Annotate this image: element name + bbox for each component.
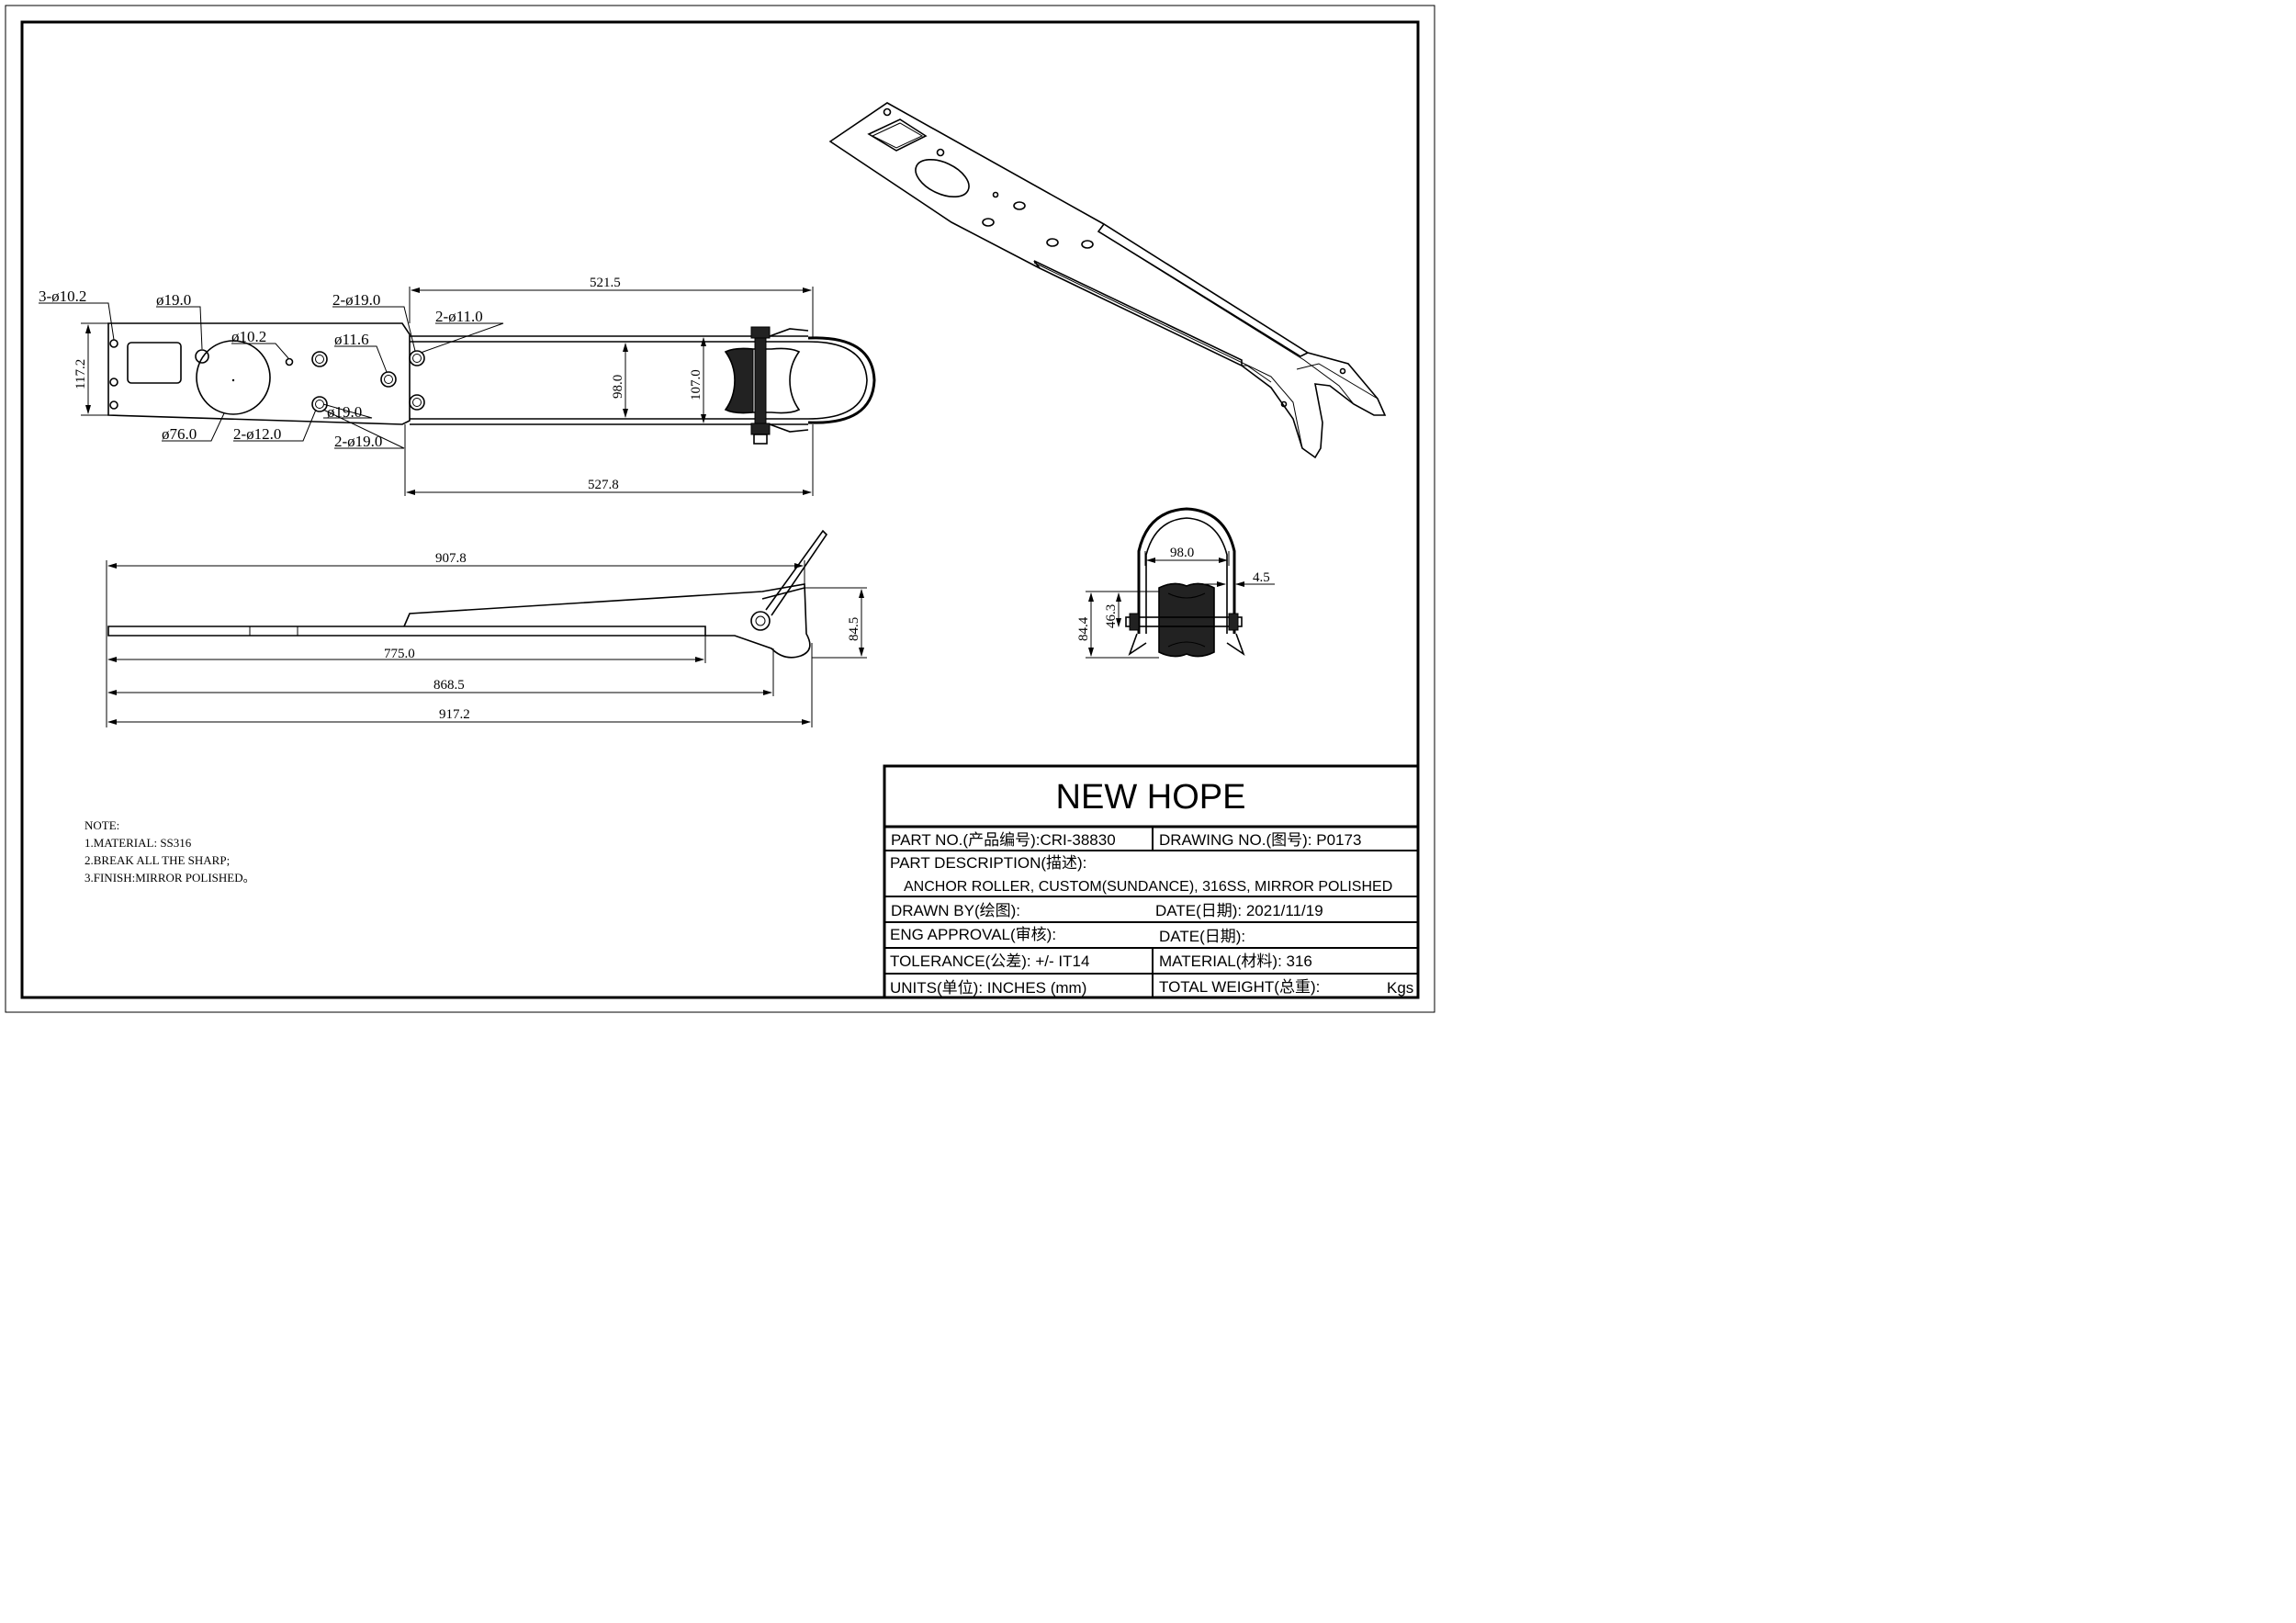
callout-hole-76-0: ø76.0: [162, 425, 197, 443]
side-view: [106, 529, 867, 727]
date-drawn: DATE(日期): 2021/11/19: [1155, 902, 1323, 919]
dim-775-0: 775.0: [384, 647, 415, 661]
dim-4-5: 4.5: [1253, 570, 1270, 585]
units: UNITS(单位): INCHES (mm): [890, 979, 1086, 997]
notes-heading: NOTE:: [84, 818, 119, 832]
dim-107-0: 107.0: [689, 369, 703, 400]
part-no: PART NO.(产品编号):CRI-38830: [891, 831, 1116, 849]
dim-84-5: 84.5: [847, 617, 861, 641]
drawing-no: DRAWING NO.(图号): P0173: [1159, 831, 1361, 849]
dim-46-3: 46.3: [1104, 604, 1119, 628]
tolerance: TOLERANCE(公差): +/- IT14: [890, 952, 1089, 970]
callout-hole-10-2: ø10.2: [231, 328, 266, 345]
dim-868-5: 868.5: [433, 678, 465, 693]
callout-2x-hole-19-0-bottom: 2-ø19.0: [334, 433, 382, 450]
dim-98-0-top: 98.0: [611, 375, 625, 399]
part-description: ANCHOR ROLLER, CUSTOM(SUNDANCE), 316SS, …: [904, 879, 1392, 895]
isometric-view: [828, 102, 1387, 459]
callout-hole-11-6: ø11.6: [334, 331, 369, 348]
total-weight: TOTAL WEIGHT(总重):: [1159, 978, 1320, 996]
callout-2x-hole-11-0: 2-ø11.0: [435, 308, 483, 325]
eng-approval: ENG APPROVAL(审核):: [890, 926, 1056, 943]
dim-84-4: 84.4: [1076, 616, 1091, 641]
dim-907-8: 907.8: [435, 551, 467, 566]
top-view: [39, 287, 876, 496]
drawn-by: DRAWN BY(绘图):: [891, 902, 1020, 919]
callout-2x-hole-19-0-top: 2-ø19.0: [332, 291, 380, 309]
callout-3x-hole-10-2: 3-ø10.2: [39, 287, 86, 305]
title-block: [883, 764, 1420, 999]
inner-border: [20, 20, 1420, 999]
dim-117-2: 117.2: [73, 359, 88, 389]
dim-527-8: 527.8: [588, 478, 619, 492]
note-3: 3.FINISH:MIRROR POLISHED。: [84, 871, 255, 885]
note-1: 1.MATERIAL: SS316: [84, 836, 192, 850]
end-view: [1086, 507, 1275, 659]
dim-917-2: 917.2: [439, 707, 470, 722]
company-name: NEW HOPE: [1056, 778, 1246, 817]
callout-2x-hole-12-0: 2-ø12.0: [233, 425, 281, 443]
dim-98-0-end: 98.0: [1170, 546, 1194, 560]
drawing-sheet: 3-ø10.2 ø19.0 ø10.2 2-ø19.0 2-ø11.0 ø11.…: [5, 5, 1435, 1013]
notes: NOTE: 1.MATERIAL: SS316 2.BREAK ALL THE …: [84, 818, 255, 885]
part-description-label: PART DESCRIPTION(描述):: [890, 854, 1086, 872]
date-approval: DATE(日期):: [1159, 928, 1245, 945]
material: MATERIAL(材料): 316: [1159, 952, 1312, 970]
outer-border: [5, 5, 1435, 1013]
dim-521-5: 521.5: [590, 276, 621, 290]
callout-hole-19-0: ø19.0: [156, 291, 191, 309]
callout-hole-19-0-b: ø19.0: [327, 403, 362, 421]
weight-unit: Kgs: [1387, 979, 1413, 997]
note-2: 2.BREAK ALL THE SHARP;: [84, 853, 230, 867]
